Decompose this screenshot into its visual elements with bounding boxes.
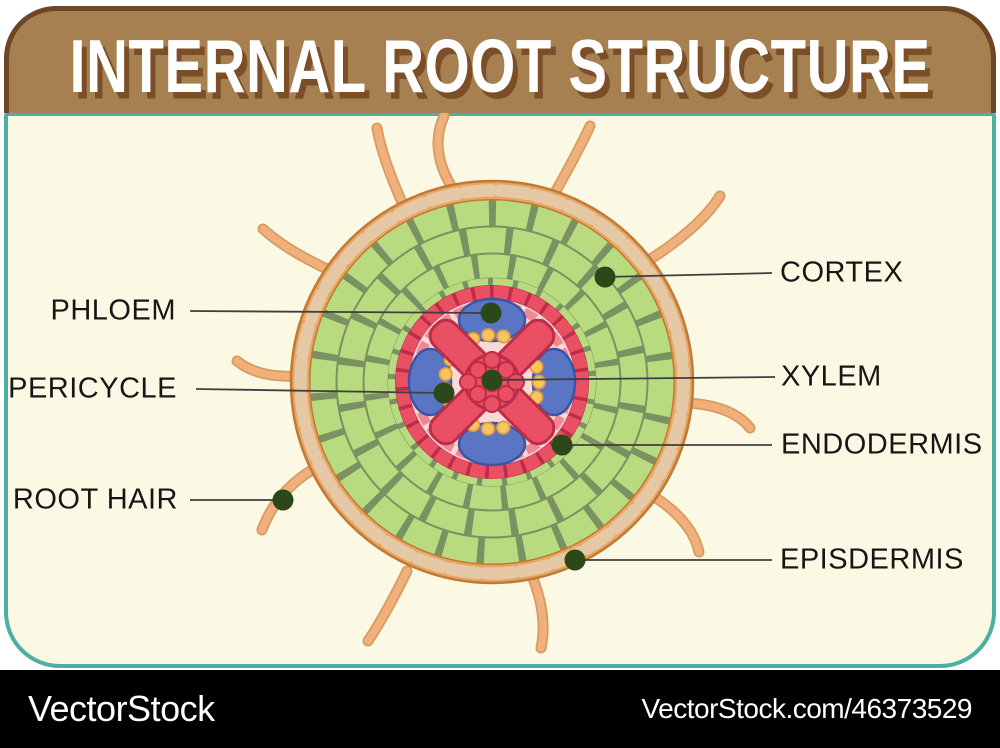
page-title: INTERNAL ROOT STRUCTURE xyxy=(69,24,931,109)
label-episdermis: EPISDERMIS xyxy=(780,543,964,576)
leader-lines xyxy=(189,272,776,561)
root-hair-strand xyxy=(684,399,754,432)
title-banner: INTERNAL ROOT STRUCTURE xyxy=(4,6,996,113)
dot-root-hair xyxy=(272,489,294,511)
leader-pericycle xyxy=(195,388,445,394)
dot-phloem xyxy=(480,302,502,324)
endodermis-cells xyxy=(395,285,589,479)
label-cortex: CORTEX xyxy=(780,256,904,289)
root-hair-strand xyxy=(233,357,301,380)
root-hair-strand xyxy=(548,122,594,202)
root-hair-strand xyxy=(642,192,724,266)
label-endodermis: ENDODERMIS xyxy=(781,428,983,461)
label-pericycle: PERICYCLE xyxy=(8,372,177,405)
root-hair-strand xyxy=(364,567,411,645)
leader-xylem xyxy=(491,376,776,381)
watermark-brand: VectorStock xyxy=(28,688,215,729)
label-xylem: XYLEM xyxy=(781,360,882,393)
dot-cortex xyxy=(594,266,616,288)
root-hair-strand xyxy=(528,572,547,652)
dot-episdermis xyxy=(564,549,586,571)
label-root-hair: ROOT HAIR xyxy=(12,483,178,516)
watermark-credit: VectorStock.com/46373529 xyxy=(641,693,973,724)
cortex-layer xyxy=(310,200,674,564)
root-hair-strand xyxy=(646,490,703,556)
root-hair-strand xyxy=(434,112,459,196)
label-phloem: PHLOEM xyxy=(50,294,176,327)
watermark-bar: VectorStock VectorStock.com/46373529 xyxy=(0,670,1000,748)
dot-pericycle xyxy=(433,382,455,404)
marker-dots xyxy=(272,266,616,571)
dot-endodermis xyxy=(551,434,573,456)
dot-xylem xyxy=(481,369,503,391)
root-hair-strand xyxy=(373,124,408,211)
leader-phloem xyxy=(189,310,492,314)
root-hair-strand xyxy=(259,225,335,275)
leader-cortex xyxy=(604,272,773,278)
